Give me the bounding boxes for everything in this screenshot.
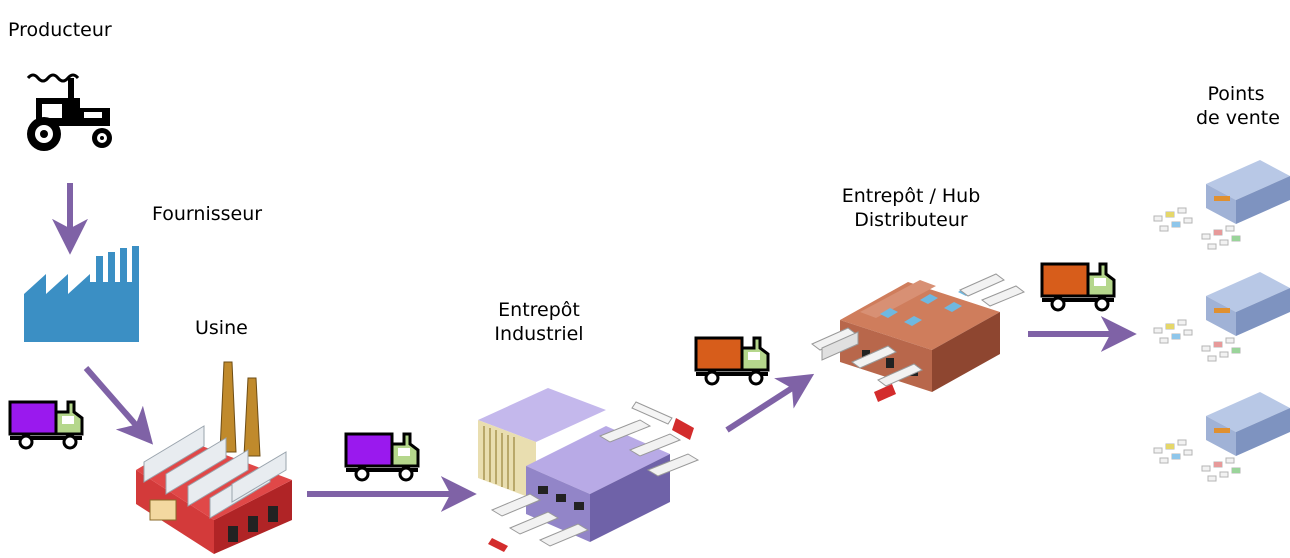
label-pdv-line2: de vente xyxy=(1196,107,1280,129)
label-points-de-vente: Points de vente xyxy=(1196,82,1280,130)
label-entrepot-industriel: Entrepôt Industriel xyxy=(484,298,594,346)
label-entrepot-industriel-line1: Entrepôt xyxy=(498,299,580,321)
industrial-warehouse-icon xyxy=(478,388,700,552)
point-of-sale-store-icon xyxy=(1153,392,1290,482)
label-hub-line1: Entrepôt / Hub xyxy=(841,185,981,207)
distribution-hub-icon xyxy=(811,273,1026,402)
label-fournisseur: Fournisseur xyxy=(152,203,263,225)
arrow-fournisseur-usine xyxy=(83,366,154,445)
point-of-sale-store-icon xyxy=(1153,160,1290,250)
point-of-sale-store-icon xyxy=(1153,272,1290,362)
orange-truck-icon xyxy=(1040,262,1116,312)
purple-truck-icon xyxy=(8,400,84,450)
label-usine: Usine xyxy=(195,317,248,339)
orange-truck-icon xyxy=(694,336,770,386)
usine-building-icon xyxy=(136,361,292,554)
arrow-entrepot-hub xyxy=(725,373,815,433)
label-hub-line2: Distributeur xyxy=(854,209,968,231)
label-entrepot-hub-distributeur: Entrepôt / Hub Distributeur xyxy=(826,184,996,232)
tractor-icon xyxy=(26,73,112,151)
factory-silhouette-icon xyxy=(24,246,139,342)
label-pdv-line1: Points xyxy=(1207,83,1265,105)
label-entrepot-industriel-line2: Industriel xyxy=(494,323,584,345)
label-producteur: Producteur xyxy=(8,19,112,41)
purple-truck-icon xyxy=(344,432,420,482)
